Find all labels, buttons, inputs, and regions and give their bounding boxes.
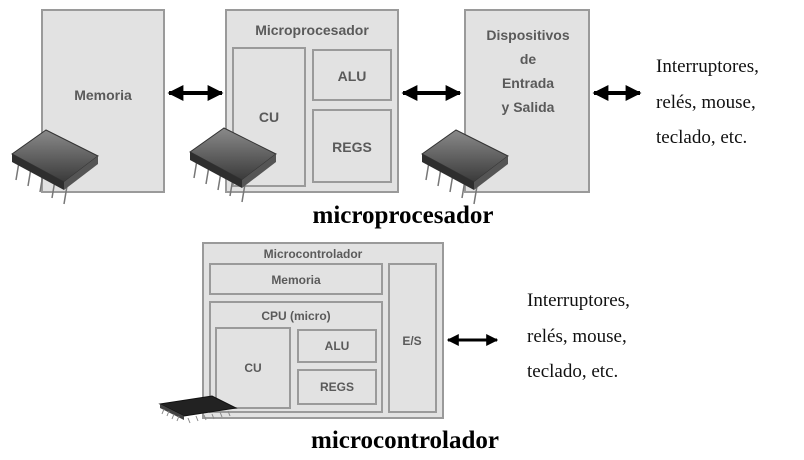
microprocessor-caption: microprocesador xyxy=(313,202,494,229)
regs-label: REGS xyxy=(332,139,372,155)
mc-io-block xyxy=(388,263,437,413)
mc-cu-label: CU xyxy=(244,361,261,375)
alu-block xyxy=(312,49,392,101)
mc-cu-block xyxy=(215,327,291,409)
io-label-line: Entrada xyxy=(502,75,554,91)
io-label-line: y Salida xyxy=(502,99,555,115)
chip-icon xyxy=(158,395,238,424)
mc-alu-block xyxy=(297,329,377,363)
external-devices-line: Interruptores, xyxy=(656,56,759,77)
mc-regs-label: REGS xyxy=(320,380,354,394)
chip-icon xyxy=(11,129,99,205)
memory-label: Memoria xyxy=(74,87,132,103)
chip-icon xyxy=(421,129,509,205)
mc-alu-label: ALU xyxy=(325,339,350,353)
alu-label: ALU xyxy=(338,68,367,84)
mc-io-label: E/S xyxy=(402,334,421,348)
mc-memory-label: Memoria xyxy=(271,273,321,287)
external-devices-line: relés, mouse, xyxy=(656,92,756,113)
io-label-line: de xyxy=(520,51,537,67)
microprocessor-diagram: Memoria Microprocesador CU ALU REGS Disp… xyxy=(11,9,759,229)
chip-icon xyxy=(189,127,277,203)
microprocessor-title: Microprocesador xyxy=(255,22,369,38)
mc-memory-block xyxy=(209,263,383,295)
mc-external-devices-line: Interruptores, xyxy=(527,290,630,311)
cu-label: CU xyxy=(259,109,279,125)
microcontroller-title: Microcontrolador xyxy=(264,247,363,261)
mc-cpu-label: CPU (micro) xyxy=(261,309,330,323)
regs-block xyxy=(312,109,392,183)
io-label-line: Dispositivos xyxy=(486,27,569,43)
mc-external-devices-line: relés, mouse, xyxy=(527,326,627,347)
microcontroller-caption: microcontrolador xyxy=(311,427,499,454)
microcontroller-diagram: Microcontrolador Memoria CPU (micro) CU … xyxy=(158,242,630,454)
external-devices-line: teclado, etc. xyxy=(656,127,747,148)
mc-regs-block xyxy=(297,369,377,405)
mc-external-devices-line: teclado, etc. xyxy=(527,361,618,382)
